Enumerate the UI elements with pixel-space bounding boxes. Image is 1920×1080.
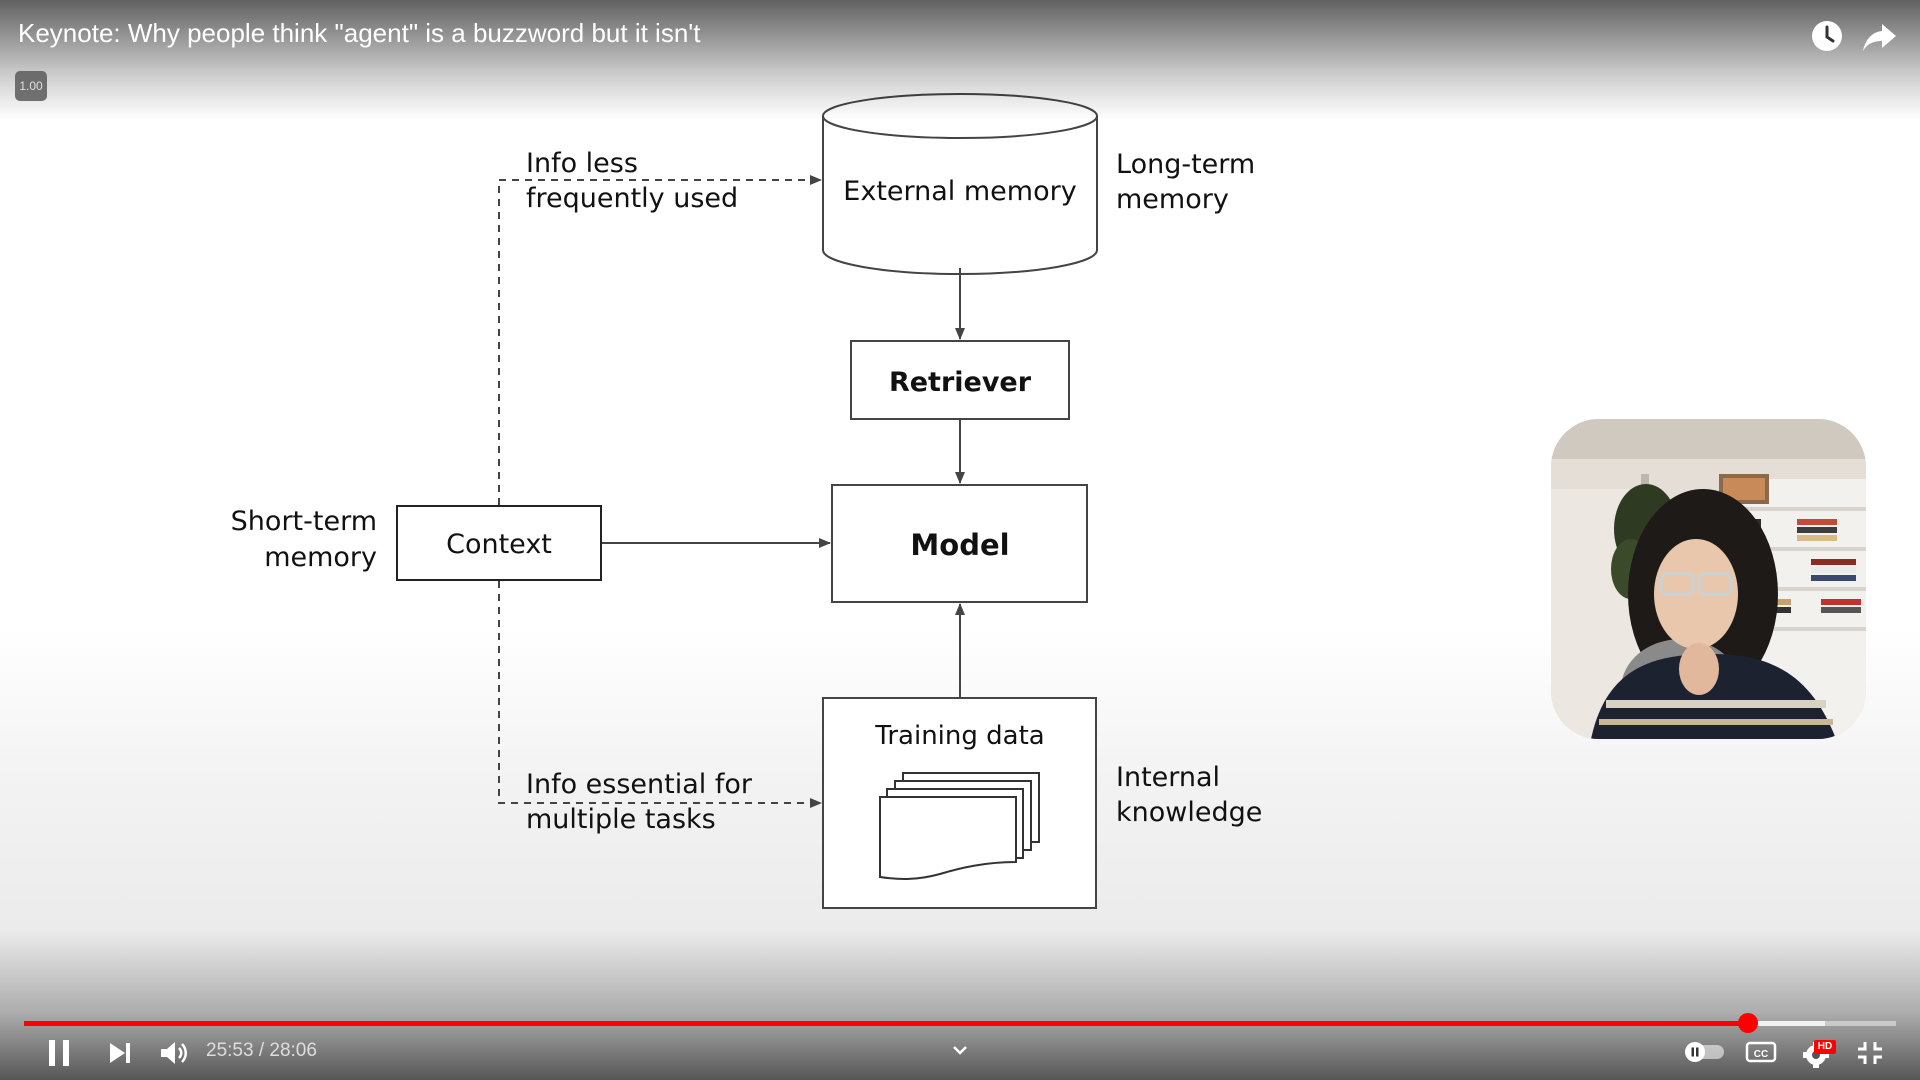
cc-icon: CC [1745,1041,1777,1063]
volume-icon [161,1042,187,1064]
chapter-chevron-button[interactable] [948,1040,972,1060]
autoplay-toggle[interactable] [1683,1040,1727,1064]
internal-knowledge-label-2: knowledge [1116,797,1262,828]
video-title[interactable]: Keynote: Why people think "agent" is a b… [18,18,701,48]
share-button[interactable] [1858,16,1902,56]
context-label: Context [446,529,552,560]
clock-icon [1812,21,1842,51]
autoplay-toggle-icon [1685,1042,1724,1062]
training-data-node: Training data [822,697,1097,909]
external-memory-node: External memory [822,93,1098,275]
speaker-webcam-image [1551,419,1866,739]
model-label: Model [910,528,1009,562]
info-less-label-2: frequently used [526,183,738,214]
exit-fullscreen-button[interactable] [1852,1037,1888,1069]
progress-scrubber[interactable] [1738,1013,1759,1033]
model-node: Model [831,484,1088,603]
next-video-button[interactable] [102,1037,138,1069]
share-arrow-icon [1863,24,1896,51]
speaker-webcam [1551,419,1866,739]
internal-knowledge-label: Internal [1116,762,1220,793]
progress-played [24,1021,1749,1026]
info-essential-label-2: multiple tasks [526,804,716,835]
volume-button[interactable] [156,1037,192,1069]
info-essential-label: Info essential for [526,769,753,800]
exit-fullscreen-icon [1858,1042,1882,1064]
pause-button[interactable] [40,1037,78,1069]
training-data-label: Training data [874,721,1044,751]
info-less-label: Info less [526,148,638,179]
time-display: 25:53 / 28:06 [206,1040,317,1061]
progress-bar[interactable] [24,1021,1896,1026]
watch-later-button[interactable] [1805,16,1849,56]
captions-button[interactable]: CC [1743,1038,1779,1066]
context-node: Context [396,505,602,581]
next-icon [110,1043,130,1063]
pause-icon [49,1040,69,1066]
long-term-memory-label: Long-term [1116,149,1255,180]
short-term-memory-label: Short-term [231,506,377,537]
short-term-memory-label-2: memory [264,542,377,573]
chevron-down-icon [953,1046,967,1055]
svg-text:CC: CC [1754,1049,1768,1060]
long-term-memory-label-2: memory [1116,184,1229,215]
external-memory-label: External memory [843,176,1076,207]
retriever-node: Retriever [850,340,1070,420]
retriever-label: Retriever [889,367,1032,398]
documents-icon [879,772,1040,880]
playback-speed-badge: 1.00 [15,71,47,101]
hd-badge: HD [1814,1040,1836,1054]
